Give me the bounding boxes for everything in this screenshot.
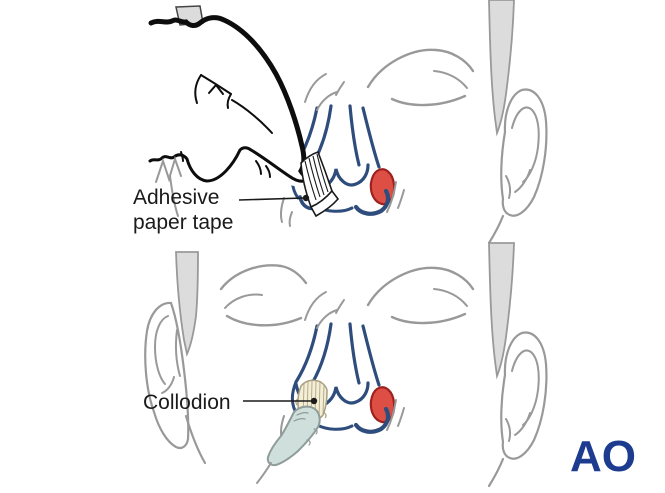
ao-logo: AO — [570, 432, 636, 481]
gloved-finger — [256, 405, 321, 484]
adhesive-paper-tape — [300, 150, 340, 218]
leader-dot — [302, 194, 310, 202]
head-strap-left — [175, 251, 199, 357]
ear-left — [144, 301, 207, 465]
collodion-leader — [243, 397, 318, 405]
pinching-hand — [148, 5, 313, 217]
top-panel-art — [148, 0, 548, 245]
leader-dot — [310, 397, 318, 405]
bottom-panel-art — [144, 241, 548, 488]
adhesive-tape-label: Adhesive paper tape — [133, 185, 233, 235]
adhesive-tape-label-line2: paper tape — [133, 211, 234, 234]
left-eye — [219, 264, 308, 327]
adhesive-tape-label-line1: Adhesive — [133, 186, 220, 209]
leader-line — [238, 197, 305, 201]
collodion-label: Collodion — [143, 391, 231, 414]
tape-leader — [238, 194, 310, 202]
